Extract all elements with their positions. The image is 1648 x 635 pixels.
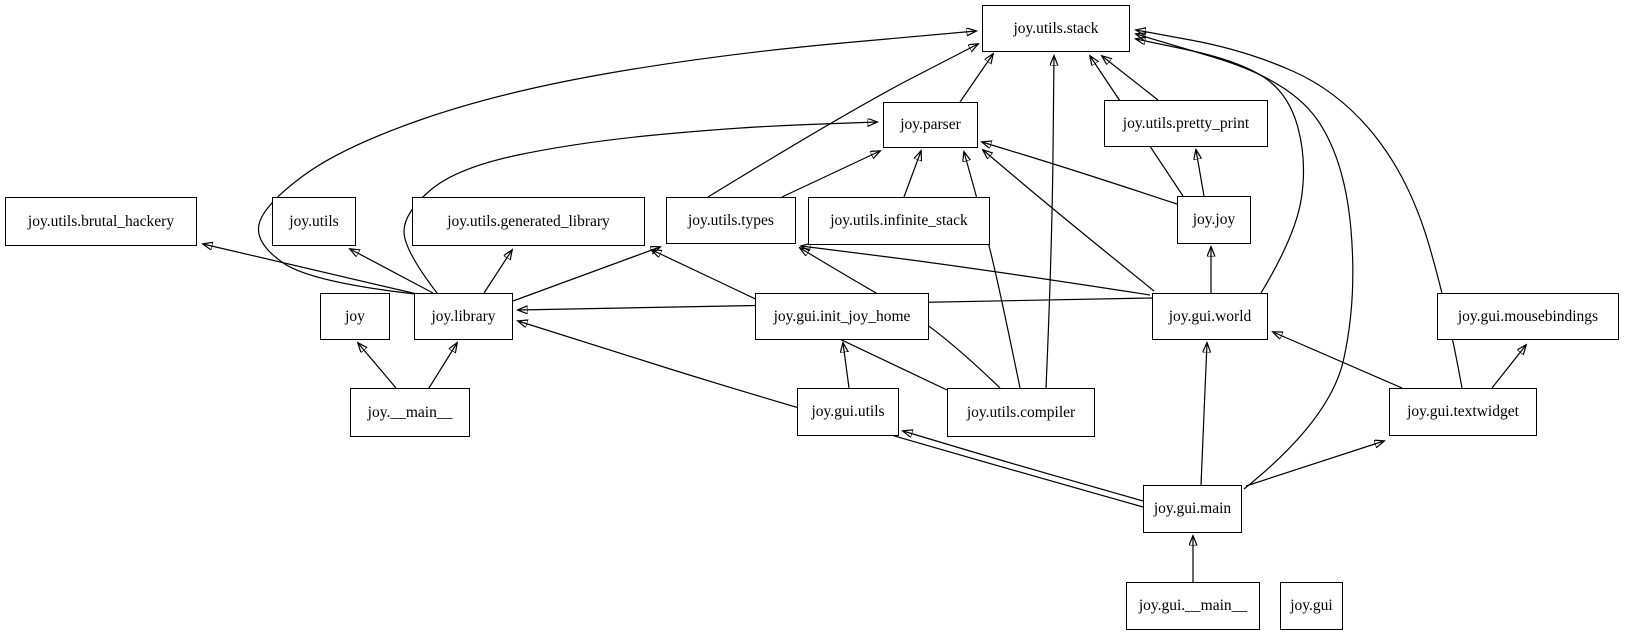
edge-guiutils-to-init	[843, 343, 850, 389]
node-joy.parser: joy.parser	[883, 102, 978, 148]
node-joy.gui.utils: joy.gui.utils	[797, 388, 899, 436]
edge-library-to-parser	[403, 122, 877, 294]
edge-compiler-to-parser	[964, 152, 1021, 389]
edge-guimain-to-guiutils	[903, 431, 1144, 502]
edge-compiler-to-stack	[1045, 56, 1054, 389]
node-joy.gui.mousebindings: joy.gui.mousebindings	[1437, 293, 1619, 340]
edge-infinite-to-parser	[903, 151, 921, 198]
edge-library-to-brutal	[203, 244, 418, 295]
node-joy.utils.infinite_stack: joy.utils.infinite_stack	[808, 197, 990, 245]
node-joy.joy: joy.joy	[1177, 196, 1251, 244]
edge-textwidget-to-mouse	[1491, 345, 1526, 389]
node-joy.utils.brutal_hackery: joy.utils.brutal_hackery	[5, 197, 197, 246]
edge-guimain-to-world	[1200, 343, 1207, 486]
edge-world-to-types	[801, 246, 1151, 296]
edge-pretty-to-stack	[1102, 56, 1159, 101]
node-joy.gui.world: joy.gui.world	[1152, 293, 1268, 340]
node-joy.gui.__main__: joy.gui.__main__	[1126, 582, 1260, 630]
node-joy.library: joy.library	[414, 293, 513, 340]
node-joy.gui.main: joy.gui.main	[1143, 485, 1242, 533]
node-joy.utils.stack: joy.utils.stack	[982, 5, 1130, 52]
edge-library-to-utils	[350, 249, 434, 294]
edge-textwidget-to-world	[1273, 332, 1403, 389]
edge-joyjoy-to-pretty	[1196, 150, 1205, 197]
node-joy.gui: joy.gui	[1280, 582, 1343, 630]
edge-library-to-types	[512, 247, 660, 302]
node-joy.utils.generated_library: joy.utils.generated_library	[412, 197, 645, 246]
edge-world-to-parser	[983, 150, 1155, 292]
edge-guimain-to-textwidget	[1245, 441, 1384, 487]
node-joy: joy	[320, 293, 390, 340]
edge-joymain-to-joy	[358, 343, 397, 389]
edge-joyjoy-to-parser	[982, 142, 1178, 205]
node-joy.utils: joy.utils	[272, 197, 356, 246]
node-joy.gui.textwidget: joy.gui.textwidget	[1389, 388, 1537, 436]
edge-parser-to-stack	[959, 54, 993, 103]
node-joy.gui.init_joy_home: joy.gui.init_joy_home	[755, 293, 929, 340]
node-joy.utils.compiler: joy.utils.compiler	[947, 388, 1095, 437]
node-joy.utils.types: joy.utils.types	[666, 197, 796, 244]
edge-world-to-stack	[1136, 39, 1305, 294]
node-joy.utils.pretty_print: joy.utils.pretty_print	[1104, 100, 1268, 147]
edge-guimain-to-stack	[1136, 34, 1354, 490]
node-joy.__main__: joy.__main__	[350, 388, 470, 437]
edge-joymain-to-library	[428, 343, 457, 389]
edge-library-to-genlib	[483, 250, 512, 294]
edge-types-to-parser	[781, 151, 880, 198]
edge-types-to-stack	[707, 44, 978, 198]
